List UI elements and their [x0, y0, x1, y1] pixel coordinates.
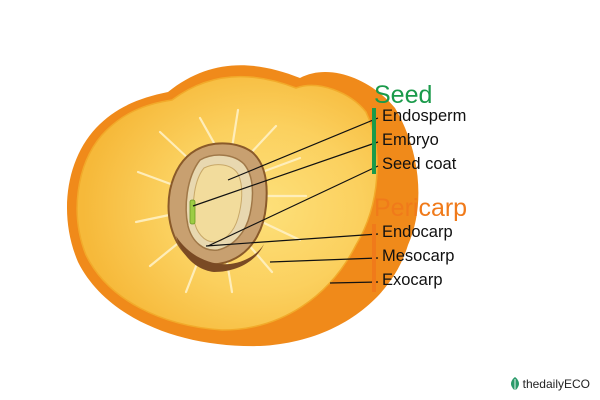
embryo-shape — [189, 199, 196, 225]
label-seed-coat: Seed coat — [382, 155, 457, 173]
label-exocarp: Exocarp — [382, 271, 443, 289]
label-mesocarp: Mesocarp — [382, 247, 455, 265]
label-endocarp: Endocarp — [382, 223, 453, 241]
label-endosperm: Endosperm — [382, 107, 467, 125]
label-embryo: Embryo — [382, 131, 439, 149]
leader-line-seed-coat — [207, 165, 379, 247]
seed-group-heading: Seed — [374, 81, 433, 109]
leader-line-embryo — [192, 141, 379, 207]
leaf-logo-icon — [509, 376, 521, 391]
leader-lines — [192, 117, 379, 284]
leader-line-mesocarp — [269, 257, 379, 263]
leader-line-exocarp — [329, 281, 379, 284]
leader-line-endosperm — [227, 117, 379, 181]
watermark-text: thedailyECO — [522, 376, 590, 391]
endocarp-dark-base — [176, 236, 264, 272]
seed-group-bracket — [372, 108, 376, 174]
pericarp-group-bracket — [372, 224, 376, 292]
pericarp-group-heading: Pericarp — [374, 194, 468, 222]
watermark: thedailyECO — [509, 376, 590, 391]
leader-line-endocarp — [205, 233, 379, 247]
